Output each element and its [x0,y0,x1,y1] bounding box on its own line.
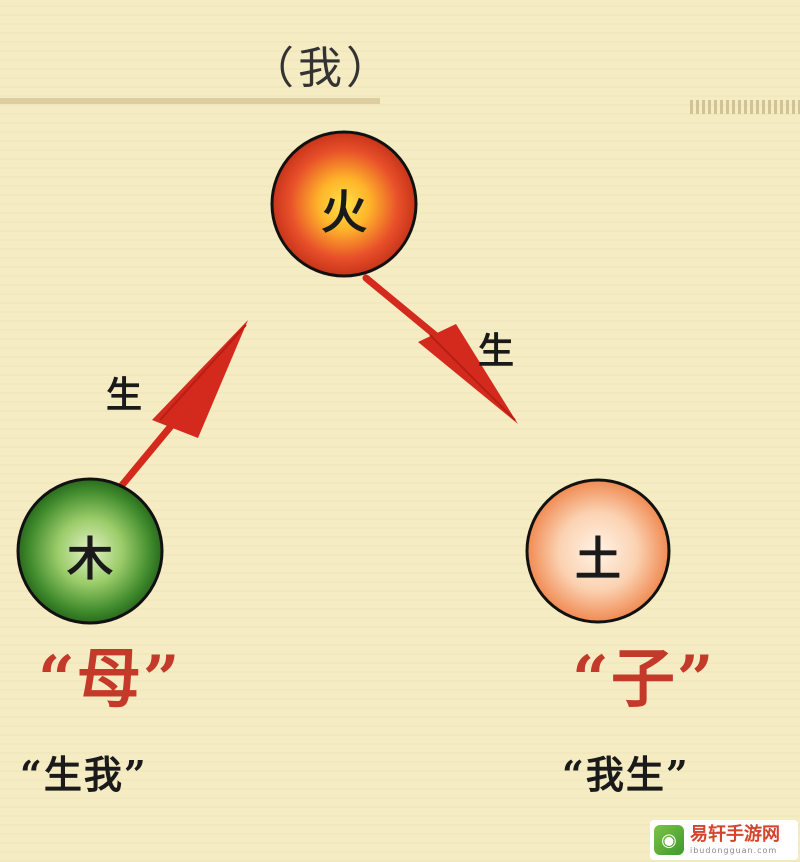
earth-role-label: “子” [572,642,716,717]
wood-node-label: 木 [67,532,113,586]
arrow-wood-to-fire [114,320,248,494]
header-rule-left [0,98,380,104]
wood-role-label: “母” [38,642,182,717]
fire-node-label: 火 [321,185,367,239]
fire-node [270,130,418,278]
earth-description: “我生” [562,752,690,797]
diagram-title: （我） [250,43,394,94]
earth-node [525,478,671,624]
earth-node-label: 土 [575,532,621,586]
arrow-fire-to-earth [362,274,518,424]
site-watermark: ◉ 易轩手游网 ibudongguan.com [650,820,798,860]
edge-label-fire-earth: 生 [478,330,515,372]
watermark-subtitle: ibudongguan.com [690,845,778,855]
watermark-title: 易轩手游网 [690,823,780,845]
edge-label-wood-fire: 生 [106,374,143,416]
wood-description: “生我” [20,752,148,797]
header-rule-right [690,100,800,114]
wood-node [16,477,164,625]
gamepad-icon: ◉ [654,825,684,855]
